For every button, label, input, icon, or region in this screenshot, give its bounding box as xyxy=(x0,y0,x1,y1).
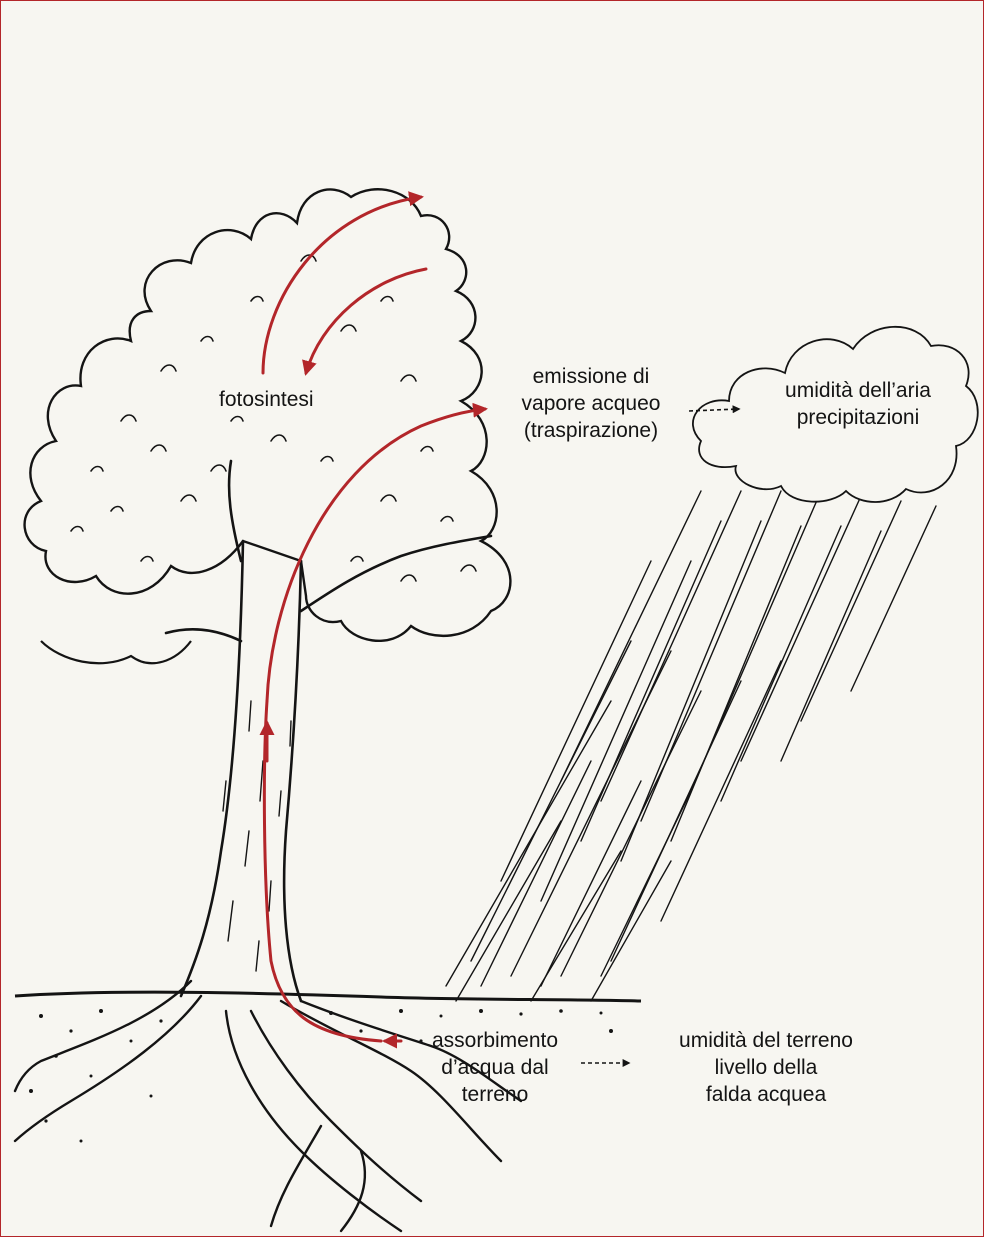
absorption-line-2: d’acqua dal xyxy=(403,1054,587,1081)
air-line-2: precipitazioni xyxy=(743,404,973,431)
soil-humidity-label: umidità del terreno livello della falda … xyxy=(635,1027,897,1108)
air-humidity-label: umidità dell’aria precipitazioni xyxy=(743,377,973,431)
air-line-1: umidità dell’aria xyxy=(743,377,973,404)
co2-uptake-arrow xyxy=(306,269,426,373)
photosynthesis-label: fotosintesi xyxy=(219,386,314,413)
co2-release-arrow xyxy=(263,197,421,373)
water-flow-arrows xyxy=(263,197,485,1041)
absorption-line-3: terreno xyxy=(403,1081,587,1108)
canopy-texture xyxy=(71,255,476,581)
absorption-line-1: assorbimento xyxy=(403,1027,587,1054)
tree-trunk xyxy=(166,461,491,1001)
absorption-label: assorbimento d’acqua dal terreno xyxy=(403,1027,587,1108)
vapour-emission-arrow xyxy=(267,409,485,701)
emission-label: emissione di vapore acqueo (traspirazion… xyxy=(491,363,691,444)
emission-line-2: vapore acqueo xyxy=(491,390,691,417)
soil-line-1: umidità del terreno xyxy=(635,1027,897,1054)
transpiration-arrow xyxy=(264,701,381,1041)
emission-line-3: (traspirazione) xyxy=(491,417,691,444)
rain-streaks xyxy=(446,491,936,1001)
tree-canopy xyxy=(25,189,511,641)
soil-line-3: falda acquea xyxy=(635,1081,897,1108)
emission-line-1: emissione di xyxy=(491,363,691,390)
canopy-lower-edge xyxy=(41,641,191,663)
soil-line-2: livello della xyxy=(635,1054,897,1081)
